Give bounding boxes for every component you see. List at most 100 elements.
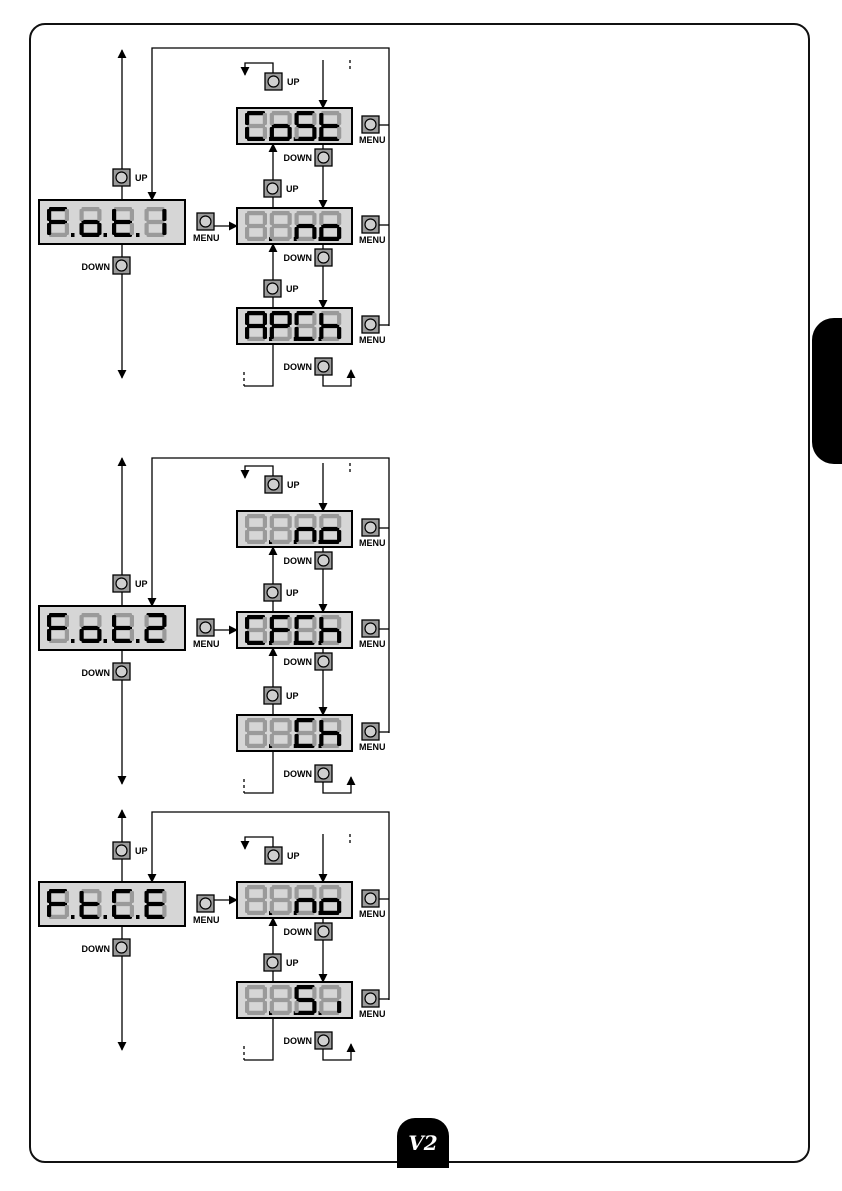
main-menu-button[interactable]: [197, 619, 214, 636]
option-display-1: [237, 612, 352, 648]
segment-e: [47, 223, 51, 235]
segment-c: [337, 227, 341, 239]
segment-f: [245, 313, 249, 325]
main-display-ftce: [39, 882, 185, 926]
segment-g: [247, 224, 265, 228]
segment-a: [247, 311, 265, 315]
down-button[interactable]: [315, 249, 332, 266]
button-circle-icon: [268, 479, 279, 490]
segment-e: [319, 227, 323, 239]
segment-d: [272, 911, 290, 915]
main-menu-button[interactable]: [197, 213, 214, 230]
up-button[interactable]: [264, 687, 281, 704]
segment-b: [337, 516, 341, 528]
decimal-dot: [136, 915, 140, 919]
main-down-button[interactable]: [113, 663, 130, 680]
segment-b: [130, 891, 134, 903]
segment-d: [247, 641, 265, 645]
segment-g: [297, 628, 315, 632]
bottom-loop-line: [244, 1018, 273, 1060]
segment-f: [145, 615, 149, 627]
option-menu-button[interactable]: [362, 620, 379, 637]
segment-a: [247, 111, 265, 115]
segment-b: [288, 617, 292, 629]
bottom-down-button[interactable]: [315, 765, 332, 782]
button-circle-icon: [116, 260, 127, 271]
up-button[interactable]: [264, 280, 281, 297]
bottom-down-button[interactable]: [315, 1032, 332, 1049]
segment-g: [297, 527, 315, 531]
segment-f: [270, 887, 274, 899]
menu-label: MENU: [359, 135, 386, 145]
button-circle-icon: [318, 768, 329, 779]
segment-g: [297, 124, 315, 128]
segment-f: [245, 720, 249, 732]
segment-b: [263, 987, 267, 999]
menu-label: MENU: [359, 639, 386, 649]
main-menu-button[interactable]: [197, 895, 214, 912]
button-circle-icon: [200, 898, 211, 909]
segment-e: [319, 901, 323, 913]
segment-b: [97, 891, 101, 903]
main-up-button[interactable]: [113, 169, 130, 186]
option-menu-button[interactable]: [362, 890, 379, 907]
main-down-button[interactable]: [113, 257, 130, 274]
button-circle-icon: [365, 623, 376, 634]
option-menu-button[interactable]: [362, 723, 379, 740]
bottom-down-button[interactable]: [315, 358, 332, 375]
down-button[interactable]: [315, 653, 332, 670]
segment-g: [82, 220, 100, 224]
top-up-button[interactable]: [265, 847, 282, 864]
segment-b: [162, 209, 166, 221]
segment-d: [49, 639, 67, 643]
segment-f: [295, 720, 299, 732]
segment-f: [47, 891, 51, 903]
segment-b: [337, 987, 341, 999]
segment-d: [321, 641, 339, 645]
segment-g: [321, 898, 339, 902]
segment-g: [272, 898, 290, 902]
down-button[interactable]: [315, 149, 332, 166]
down-label: DOWN: [82, 262, 111, 272]
main-down-button[interactable]: [113, 939, 130, 956]
main-up-button[interactable]: [113, 842, 130, 859]
button-circle-icon: [116, 666, 127, 677]
up-button[interactable]: [264, 954, 281, 971]
segment-b: [97, 615, 101, 627]
segment-g: [321, 998, 339, 1002]
decimal-dot: [104, 915, 108, 919]
down-button[interactable]: [315, 923, 332, 940]
segment-f: [245, 617, 249, 629]
main-display-fot1: [39, 200, 185, 244]
segment-d: [321, 540, 339, 544]
option-menu-button[interactable]: [362, 519, 379, 536]
segment-c: [312, 631, 316, 643]
segment-g: [114, 902, 132, 906]
segment-c: [263, 1001, 267, 1013]
top-up-button[interactable]: [265, 476, 282, 493]
option-menu-button[interactable]: [362, 990, 379, 1007]
option-menu-button[interactable]: [362, 316, 379, 333]
segment-f: [270, 987, 274, 999]
decimal-dot: [71, 639, 75, 643]
top-up-button[interactable]: [265, 73, 282, 90]
up-button[interactable]: [264, 180, 281, 197]
segment-e: [80, 905, 84, 917]
down-button[interactable]: [315, 552, 332, 569]
segment-c: [288, 127, 292, 139]
down-label: DOWN: [284, 362, 313, 372]
option-menu-button[interactable]: [362, 116, 379, 133]
up-button[interactable]: [264, 584, 281, 601]
button-circle-icon: [116, 845, 127, 856]
segment-d: [321, 337, 339, 341]
segment-f: [245, 887, 249, 899]
segment-c: [263, 327, 267, 339]
option-menu-button[interactable]: [362, 216, 379, 233]
segment-f: [47, 615, 51, 627]
segment-b: [288, 987, 292, 999]
main-up-button[interactable]: [113, 575, 130, 592]
button-circle-icon: [318, 152, 329, 163]
segment-b: [312, 987, 316, 999]
button-circle-icon: [267, 183, 278, 194]
down-label: DOWN: [284, 657, 313, 667]
